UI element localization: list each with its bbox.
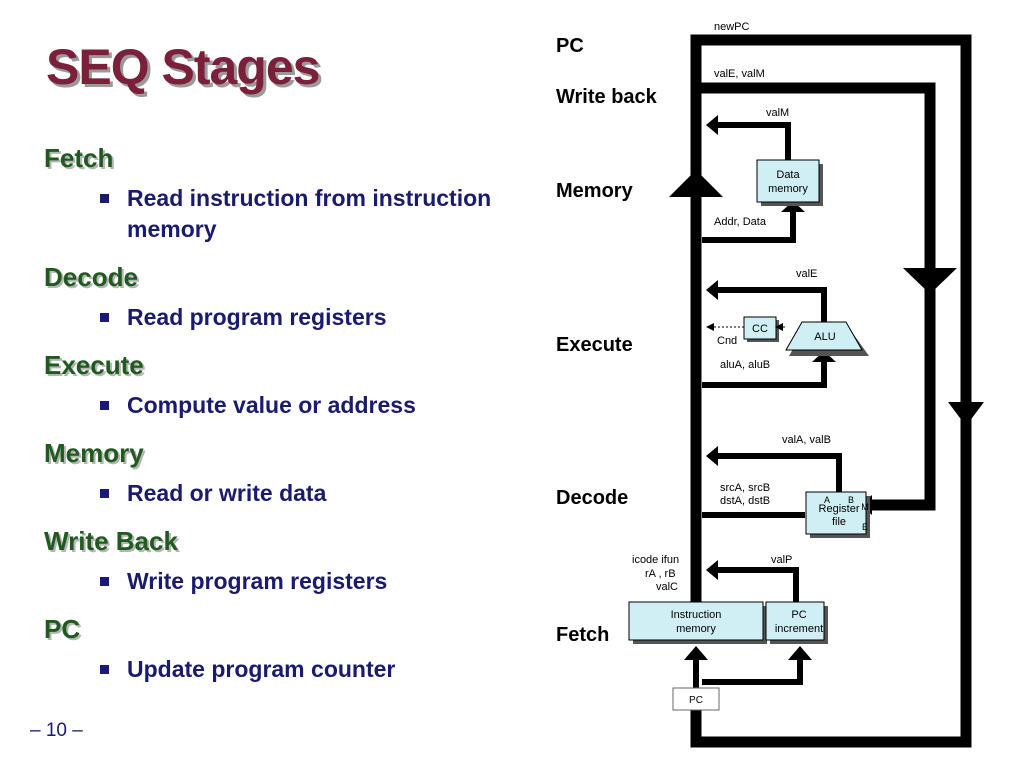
addr-data-wire <box>702 210 796 243</box>
stage-bullet-decode: Read program registers <box>100 302 547 333</box>
newpc-loop-wire <box>690 34 972 748</box>
instruction-memory-label-2: memory <box>676 623 716 635</box>
signal-vale-valm: valE, valM <box>714 68 765 80</box>
stage-bullet-fetch: Read instruction from instruction memory <box>100 183 547 245</box>
signal-icode-ifun: icode ifun <box>632 554 679 566</box>
signal-newpc: newPC <box>714 21 750 33</box>
stage-heading-decode: Decode <box>44 262 138 292</box>
pc-increment-label-2: increment <box>775 623 823 635</box>
stage-heading-execute: Execute <box>44 350 144 380</box>
stage-heading-fetch: Fetch <box>44 143 114 173</box>
stage-bullet-pc: Update program counter <box>100 654 547 685</box>
page-number: – 10 – <box>30 720 83 741</box>
pc-increment-block: PC increment <box>765 601 828 644</box>
alu-input-wire <box>702 360 827 388</box>
pc-register-block: PC <box>672 687 720 711</box>
register-file-label-1: Register <box>819 503 860 515</box>
signal-valp: valP <box>771 554 792 566</box>
register-file-block: A B M E Register file <box>805 491 870 538</box>
diagram-stage-write-back: Write back <box>556 86 657 108</box>
pcinc-in-arrow <box>788 646 812 660</box>
signal-alua-alub: aluA, aluB <box>720 359 770 371</box>
newpc-down-arrow <box>948 402 984 426</box>
data-memory-block: Data memory <box>756 159 823 206</box>
vale-wire <box>716 287 827 322</box>
port-m-label: M <box>861 502 869 512</box>
addr-data-arrow <box>781 201 805 212</box>
cc-label: CC <box>752 323 768 335</box>
alu-input-arrow <box>812 351 836 362</box>
port-a-label: A <box>824 495 830 505</box>
stage-heading-pc: PC <box>44 614 81 644</box>
imem-in-arrow <box>684 646 708 660</box>
port-e-label: E <box>862 522 868 532</box>
pc-register-label: PC <box>689 695 703 706</box>
diagram-stage-pc: PC <box>556 35 584 57</box>
signal-cnd: Cnd <box>717 335 737 347</box>
alu-block: ALU <box>785 321 869 356</box>
valm-wire <box>716 122 791 160</box>
alu-label: ALU <box>814 331 835 343</box>
diagram-stage-fetch: Fetch <box>556 624 610 646</box>
diagram-stage-memory: Memory <box>556 180 633 202</box>
signal-srca-srcb: srcA, srcB <box>720 482 770 494</box>
stage-heading-memory: Memory <box>44 438 144 468</box>
stage-bullet-memory: Read or write data <box>100 478 547 509</box>
page-title: SEQ Stages <box>46 39 320 95</box>
data-memory-label-2: memory <box>768 183 808 195</box>
data-memory-label-1: Data <box>776 169 800 181</box>
cc-block: CC <box>743 316 779 342</box>
signal-vale: valE <box>796 268 817 280</box>
port-b-label: B <box>848 495 854 505</box>
signal-vala-valb: valA, valB <box>782 434 831 446</box>
vale-arrow <box>706 280 718 300</box>
pc-feed-wire <box>693 660 803 688</box>
vala-valb-wire <box>716 453 842 492</box>
signal-valc: valC <box>656 581 678 593</box>
writeback-down-arrow <box>903 268 957 294</box>
stage-bullet-write-back: Write program registers <box>100 566 547 597</box>
write-back-bus-wire <box>696 82 936 511</box>
signal-ra-rb: rA , rB <box>645 568 676 580</box>
diagram-stage-execute: Execute <box>556 334 633 356</box>
diagram-stage-decode: Decode <box>556 487 629 509</box>
signal-dsta-dstb: dstA, dstB <box>720 495 770 507</box>
vala-valb-arrow <box>706 446 718 466</box>
stage-heading-write-back: Write Back <box>44 526 178 556</box>
pc-increment-label-1: PC <box>791 609 806 621</box>
valp-arrow <box>706 560 718 580</box>
instruction-memory-label-1: Instruction <box>671 609 722 621</box>
instruction-memory-block: Instruction memory <box>628 601 767 644</box>
register-file-label-2: file <box>832 516 846 528</box>
signal-addr-data: Addr, Data <box>714 216 767 228</box>
valm-arrow <box>706 115 718 135</box>
signal-valm: valM <box>766 107 789 119</box>
main-bus-up-arrow <box>669 170 723 197</box>
stage-bullet-execute: Compute value or address <box>100 390 547 421</box>
valp-wire <box>716 567 799 603</box>
